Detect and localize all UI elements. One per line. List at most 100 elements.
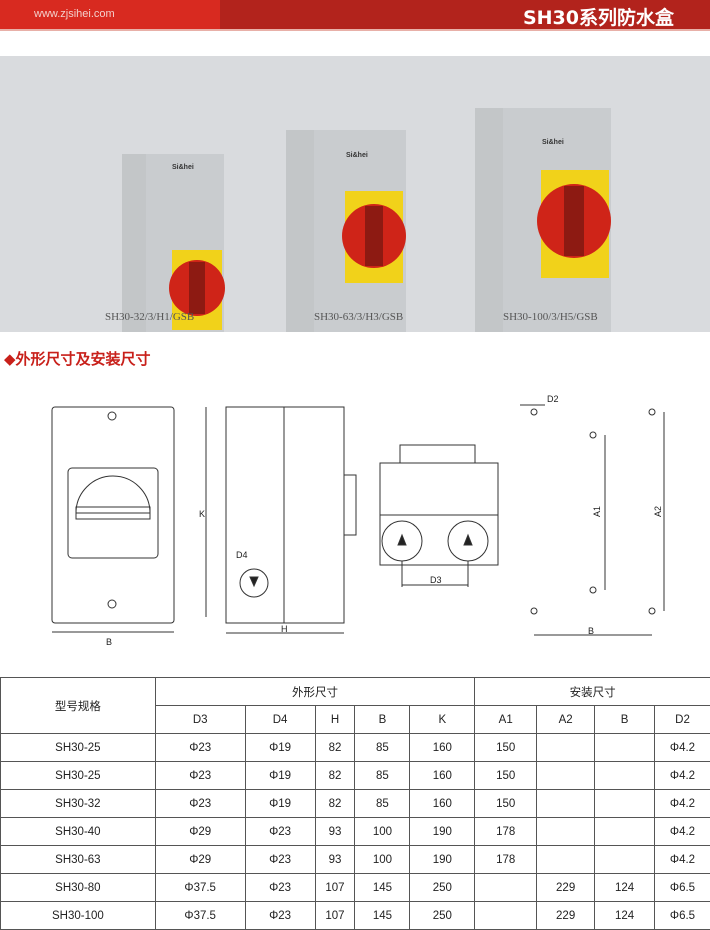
- table-cell: 93: [315, 846, 355, 874]
- table-cell: 229: [537, 874, 595, 902]
- outer-dims-header: 外形尺寸: [155, 678, 475, 706]
- table-cell: Φ19: [245, 734, 315, 762]
- section-title: ◆外形尺寸及安装尺寸: [4, 348, 151, 369]
- table-cell: 100: [355, 846, 410, 874]
- table-cell: 229: [537, 902, 595, 930]
- svg-text:D3: D3: [430, 575, 442, 585]
- table-cell: 82: [315, 790, 355, 818]
- table-cell: 160: [410, 762, 475, 790]
- table-cell: [537, 762, 595, 790]
- front-view: [52, 407, 174, 632]
- table-cell: Φ19: [245, 762, 315, 790]
- svg-text:K: K: [199, 509, 205, 519]
- mount-dims-header: 安装尺寸: [475, 678, 710, 706]
- table-cell: 107: [315, 874, 355, 902]
- table-cell: Φ23: [245, 818, 315, 846]
- svg-text:A1: A1: [592, 506, 602, 517]
- table-cell: 150: [475, 734, 537, 762]
- table-cell: 178: [475, 818, 537, 846]
- product-photo-panel: Si&hei Si&hei Si&hei: [0, 56, 710, 332]
- table-cell: [475, 874, 537, 902]
- site-url[interactable]: www.zjsihei.com: [34, 8, 115, 20]
- table-cell: Φ23: [245, 846, 315, 874]
- table-cell: 145: [355, 874, 410, 902]
- product-caption: SH30-100/3/H5/GSB: [503, 311, 598, 323]
- mounting-hole-diagram: [520, 405, 664, 635]
- table-cell: 190: [410, 818, 475, 846]
- table-cell: [595, 846, 655, 874]
- table-cell: Φ23: [155, 790, 245, 818]
- table-cell: [537, 790, 595, 818]
- table-cell: Φ23: [155, 762, 245, 790]
- table-cell: Φ29: [155, 818, 245, 846]
- table-cell: 150: [475, 790, 537, 818]
- product-image-medium: [286, 130, 406, 332]
- table-cell: Φ23: [245, 874, 315, 902]
- table-cell: SH30-100: [1, 902, 156, 930]
- table-cell: 107: [315, 902, 355, 930]
- table-cell: 250: [410, 874, 475, 902]
- bottom-view: [380, 445, 498, 587]
- table-cell: 150: [475, 762, 537, 790]
- table-cell: 85: [355, 762, 410, 790]
- table-cell: SH30-32: [1, 790, 156, 818]
- brand-logo: Si&hei: [172, 164, 194, 171]
- table-cell: SH30-63: [1, 846, 156, 874]
- table-cell: Φ4.2: [654, 762, 710, 790]
- table-cell: [475, 902, 537, 930]
- side-view: [206, 407, 356, 633]
- table-cell: 93: [315, 818, 355, 846]
- column-header: A1: [475, 706, 537, 734]
- table-cell: Φ37.5: [155, 902, 245, 930]
- table-cell: [595, 790, 655, 818]
- table-cell: [537, 734, 595, 762]
- table-cell: Φ23: [245, 902, 315, 930]
- svg-text:A2: A2: [653, 506, 663, 517]
- table-cell: SH30-40: [1, 818, 156, 846]
- column-header: D2: [654, 706, 710, 734]
- table-cell: SH30-80: [1, 874, 156, 902]
- table-cell: SH30-25: [1, 762, 156, 790]
- table-cell: Φ6.5: [654, 874, 710, 902]
- table-cell: 100: [355, 818, 410, 846]
- product-caption: SH30-32/3/H1/GSB: [105, 311, 194, 323]
- svg-text:D2: D2: [547, 394, 559, 404]
- table-cell: Φ19: [245, 790, 315, 818]
- svg-text:H: H: [281, 624, 288, 634]
- svg-text:Si&hei: Si&hei: [542, 139, 564, 146]
- column-header: K: [410, 706, 475, 734]
- table-cell: 145: [355, 902, 410, 930]
- table-cell: Φ37.5: [155, 874, 245, 902]
- column-header: A2: [537, 706, 595, 734]
- table-cell: Φ29: [155, 846, 245, 874]
- product-caption: SH30-63/3/H3/GSB: [314, 311, 403, 323]
- column-header: D3: [155, 706, 245, 734]
- table-cell: 82: [315, 734, 355, 762]
- table-cell: 190: [410, 846, 475, 874]
- table-cell: Φ6.5: [654, 902, 710, 930]
- column-header: B: [355, 706, 410, 734]
- product-photos: Si&hei Si&hei Si&hei: [0, 56, 710, 332]
- svg-text:D4: D4: [236, 550, 248, 560]
- table-cell: Φ4.2: [654, 846, 710, 874]
- svg-text:Si&hei: Si&hei: [346, 152, 368, 159]
- table-cell: Φ4.2: [654, 790, 710, 818]
- table-cell: Φ4.2: [654, 734, 710, 762]
- page-title: SH30系列防水盒: [523, 3, 674, 30]
- column-header: B: [595, 706, 655, 734]
- table-cell: 160: [410, 790, 475, 818]
- table-cell: [595, 762, 655, 790]
- table-cell: 250: [410, 902, 475, 930]
- svg-text:B: B: [106, 637, 112, 647]
- table-cell: 82: [315, 762, 355, 790]
- table-cell: 85: [355, 734, 410, 762]
- dimension-drawings: B K D4 H D3 D2 A1 A2 B: [0, 385, 710, 650]
- table-cell: 160: [410, 734, 475, 762]
- product-image-small: [122, 154, 225, 332]
